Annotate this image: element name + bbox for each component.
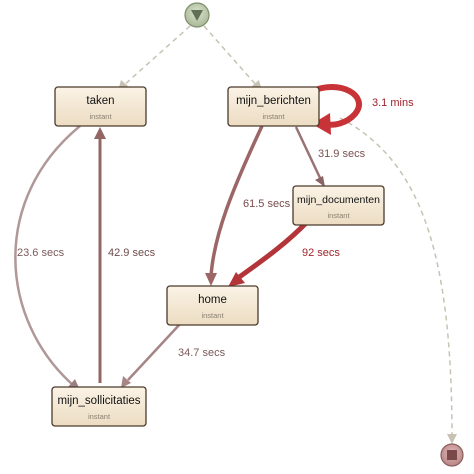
node-label: mijn_sollicitaties <box>57 395 140 407</box>
edge-label-berichten-documenten: 31.9 secs <box>318 148 366 160</box>
edge-label-self-loop: 3.1 mins <box>372 97 414 109</box>
node-duration: instant <box>262 112 285 121</box>
edge-mijn-sollicitaties-to-taken[interactable] <box>94 127 106 383</box>
node-label: mijn_berichten <box>236 95 311 107</box>
node-label: mijn_documenten <box>297 194 380 206</box>
start-edge-taken[interactable] <box>118 25 191 91</box>
node-duration: instant <box>201 311 224 320</box>
node-duration: instant <box>327 211 350 220</box>
node-home[interactable]: home instant <box>166 285 259 326</box>
edge-mijn-berichten-self-loop[interactable] <box>307 84 362 135</box>
triangle-down-icon <box>191 10 203 21</box>
node-taken[interactable]: taken instant <box>54 86 147 127</box>
node-duration: instant <box>88 412 111 421</box>
square-stop-icon <box>447 450 457 460</box>
edge-label-taken-sollicitaties: 23.6 secs <box>17 247 65 259</box>
edge-label-sollicitaties-taken: 42.9 secs <box>108 247 156 259</box>
node-duration: instant <box>89 112 112 121</box>
start-edge-mijn-berichten[interactable] <box>203 25 262 91</box>
edge-mijn-berichten-to-mijn-documenten[interactable] <box>294 126 325 187</box>
node-label: taken <box>86 95 114 107</box>
end-node[interactable] <box>440 443 464 467</box>
edge-mijn-berichten-to-home[interactable] <box>205 125 264 286</box>
node-mijn-sollicitaties[interactable]: mijn_sollicitaties instant <box>51 386 147 427</box>
edge-label-home-sollicitaties: 34.7 secs <box>178 347 226 359</box>
edge-label-documenten-home: 92 secs <box>302 247 340 259</box>
node-label: home <box>198 294 227 306</box>
start-node[interactable] <box>184 2 210 28</box>
end-edge-mijn-berichten[interactable] <box>339 117 457 444</box>
node-mijn-documenten[interactable]: mijn_documenten instant <box>292 185 385 226</box>
edge-label-berichten-home: 61.5 secs <box>243 198 291 210</box>
edge-home-to-mijn-sollicitaties[interactable] <box>121 323 181 388</box>
edge-mijn-documenten-to-home[interactable] <box>228 219 310 287</box>
node-mijn-berichten[interactable]: mijn_berichten instant <box>227 86 320 127</box>
